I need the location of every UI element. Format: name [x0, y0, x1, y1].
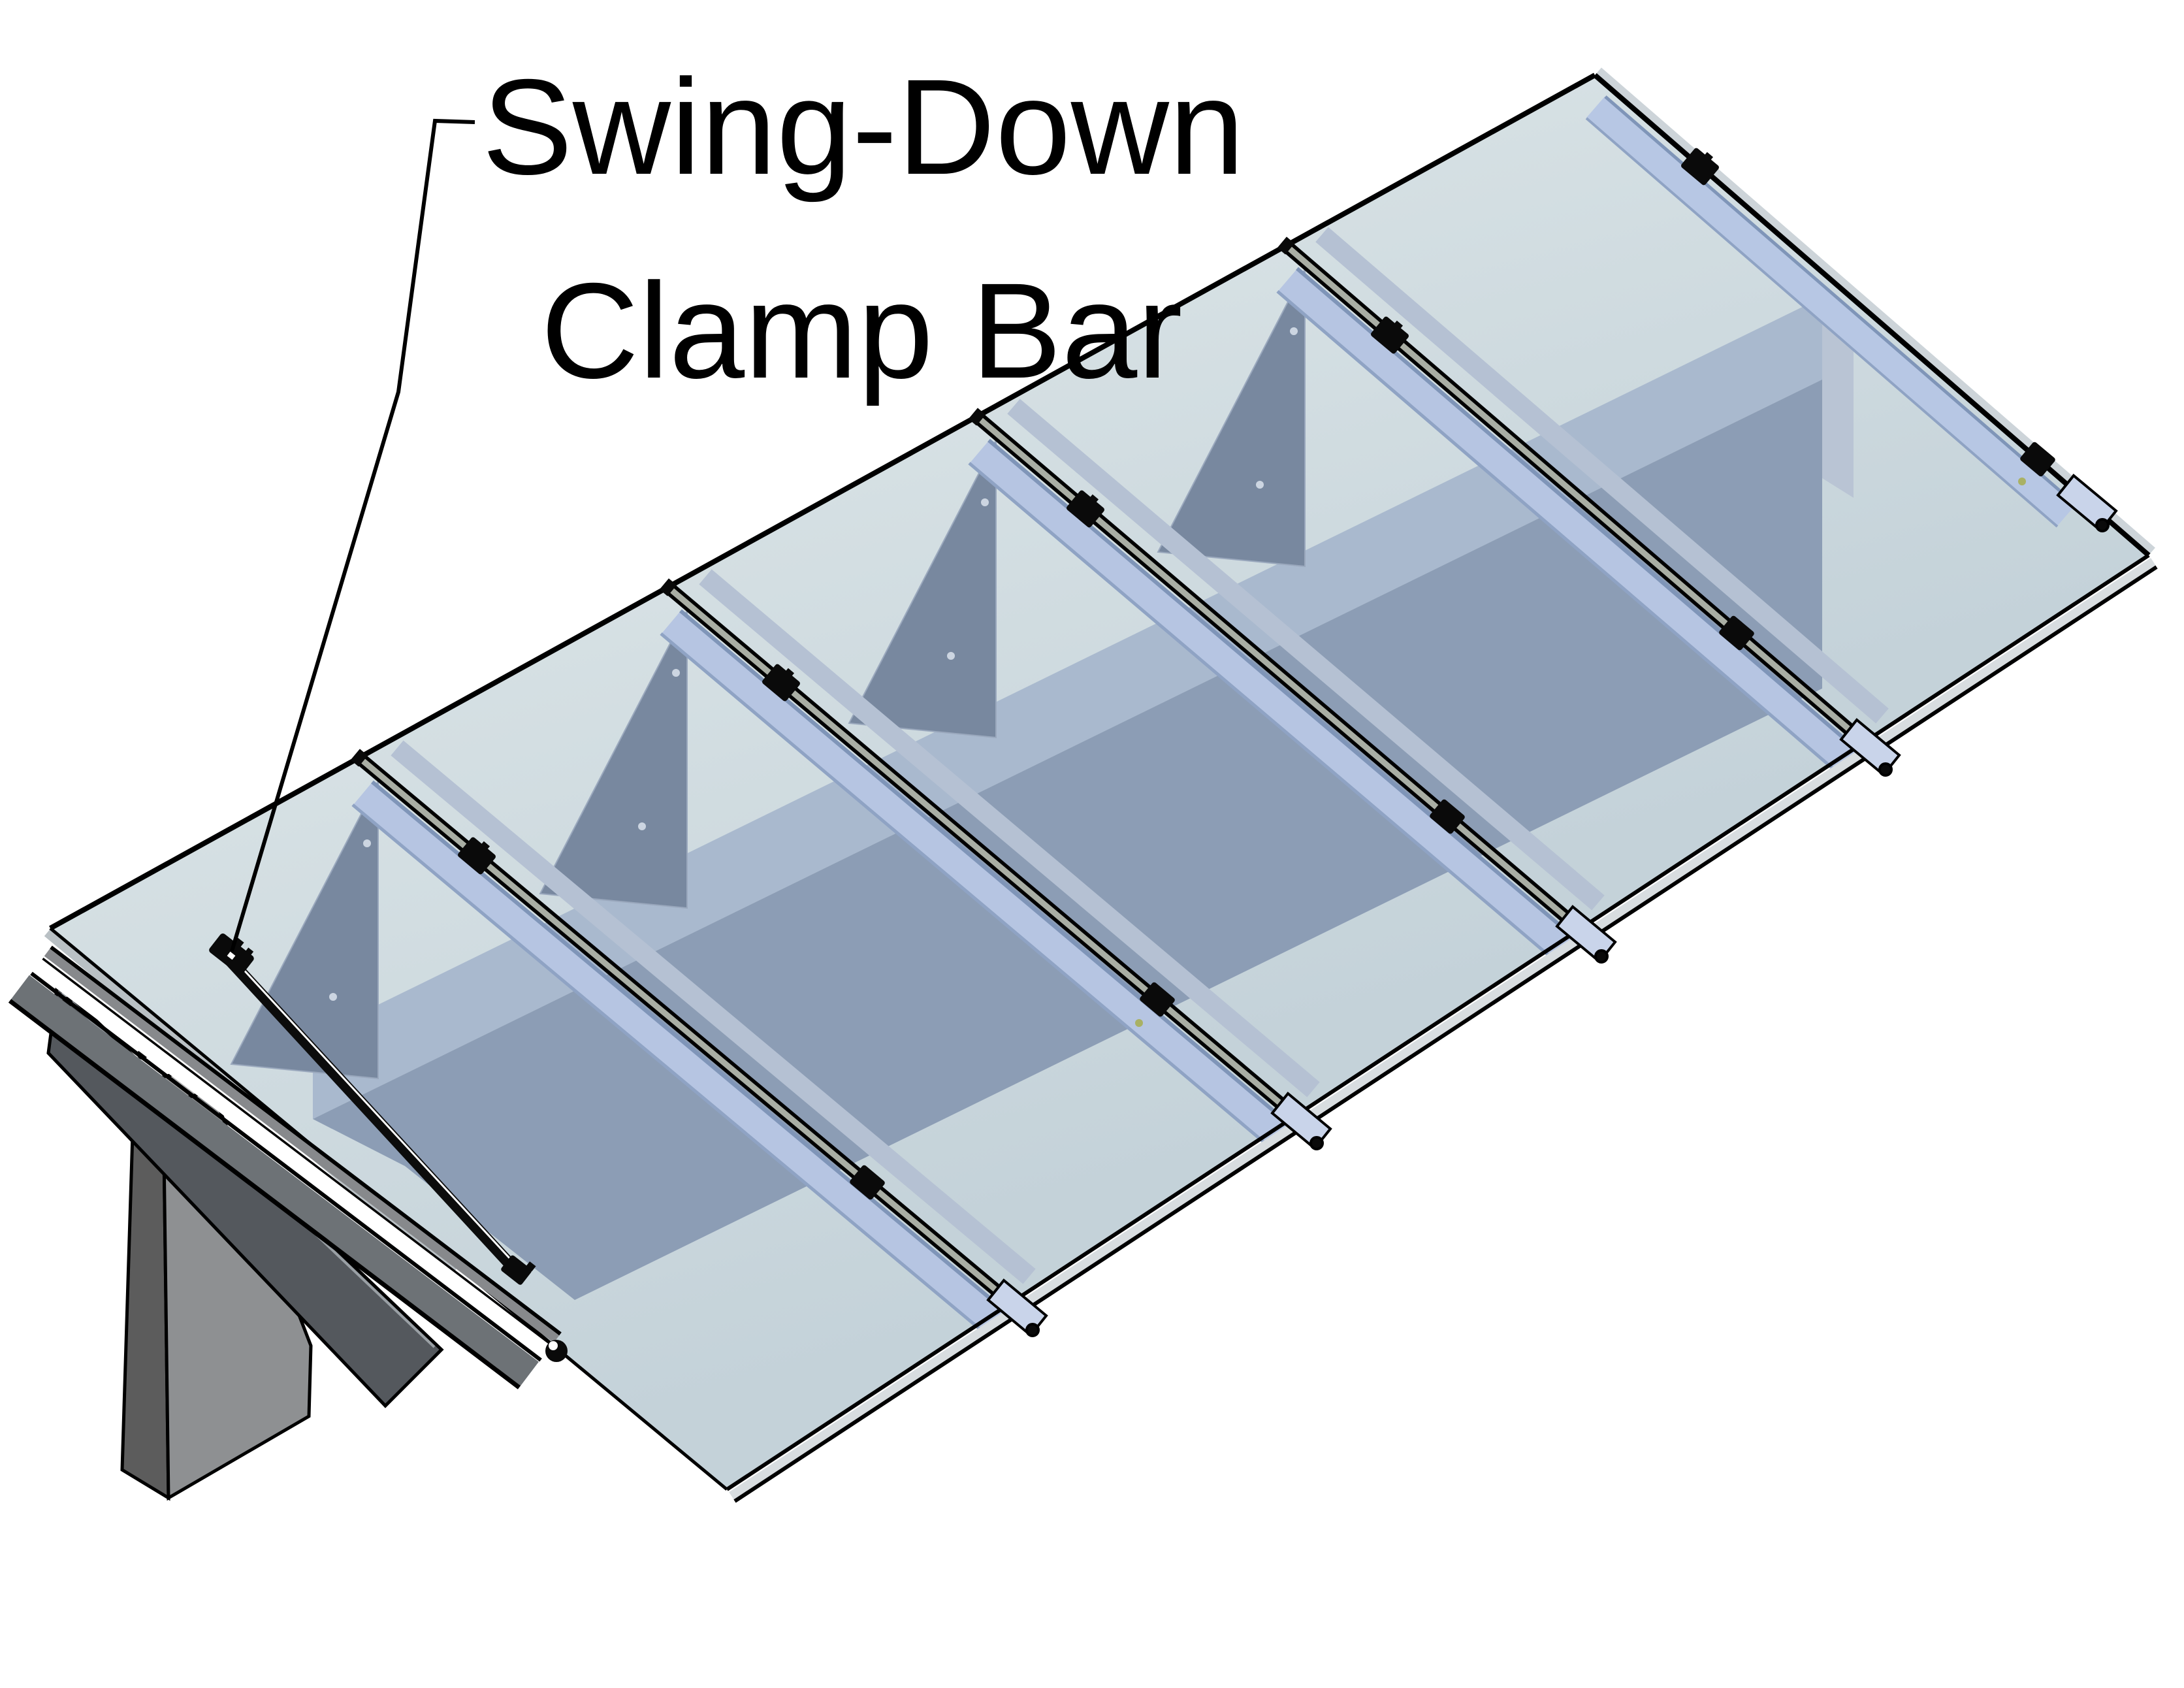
rail-feet: [986, 474, 2118, 1337]
clamp-bar-highlight: [231, 956, 520, 1269]
mounting-rail: [968, 398, 1605, 961]
ridge-nub: [350, 749, 368, 767]
label-line-1: Swing-Down: [482, 52, 1245, 203]
indicator-dot: [2018, 478, 2026, 485]
clamp-fitting: [1371, 316, 1409, 354]
glass-right-thickness: [1596, 67, 2155, 554]
clamp-fitting: [1140, 982, 1175, 1017]
rail-foot-curl: [1878, 762, 1893, 777]
clamp-fitting: [1681, 148, 1719, 186]
gusset-plate: [539, 610, 688, 909]
indicator-dot: [1135, 1019, 1143, 1027]
rail-foot: [1555, 905, 1617, 964]
glass-bottom-edge: [726, 553, 2150, 1491]
rail-foot-curl: [1309, 1136, 1324, 1150]
rail-foot: [1839, 718, 1901, 777]
junction-mounting-rails: [351, 95, 2078, 1335]
rail-foot: [986, 1278, 1048, 1337]
gusset-plates: [230, 268, 1306, 1080]
rail-foot-curl: [2095, 518, 2110, 532]
clamp-fitting: [1430, 799, 1465, 834]
glass-bottom-thickness: [729, 558, 2156, 1500]
label-line-2: Clamp Bar: [541, 255, 1183, 407]
edge-rail-left: [8, 945, 568, 1389]
diagram-label: Swing-Down Clamp Bar: [482, 52, 1245, 407]
glass-edges: [44, 67, 2158, 1503]
gusset-plate: [1157, 268, 1306, 568]
glass-right-edge: [1593, 73, 2151, 558]
rail-foot: [1270, 1092, 1332, 1150]
rail-highlight-stripe: [33, 959, 551, 1357]
left-rail-end-curl-inner: [549, 1341, 558, 1350]
clamp-fitting: [2020, 442, 2055, 477]
clamp-fitting: [850, 1165, 885, 1200]
rail-foot-curl: [1025, 1323, 1040, 1337]
ridge-nub: [968, 408, 986, 426]
ridge-nub: [1277, 236, 1295, 255]
clamp-fitting: [762, 664, 800, 702]
mounting-rail: [660, 569, 1320, 1148]
clamp-bar: [225, 956, 521, 1275]
swing-down-clamp-bar: [209, 933, 536, 1285]
beam-end-face: [1822, 297, 1854, 498]
clamp-fitting: [1067, 490, 1104, 528]
ridge-nub: [659, 578, 677, 596]
clamp-bar-pivot-fitting: [209, 933, 254, 975]
gusset-plate: [848, 440, 997, 739]
gusset-bolt-holes: [329, 327, 1298, 1001]
rail-foot-curl: [1594, 949, 1609, 964]
clamp-fitting: [1719, 615, 1754, 651]
rail-foot: [2056, 474, 2118, 532]
glass-ridge-edge: [49, 73, 1596, 931]
leader-line: [230, 118, 475, 952]
clamp-fittings: [350, 148, 2055, 1200]
clamp-fitting: [458, 837, 496, 875]
clamp-bar-end-fitting: [501, 1255, 536, 1285]
beam-top-face: [313, 297, 1822, 1119]
glass-bottom-outer-line: [733, 565, 2158, 1503]
